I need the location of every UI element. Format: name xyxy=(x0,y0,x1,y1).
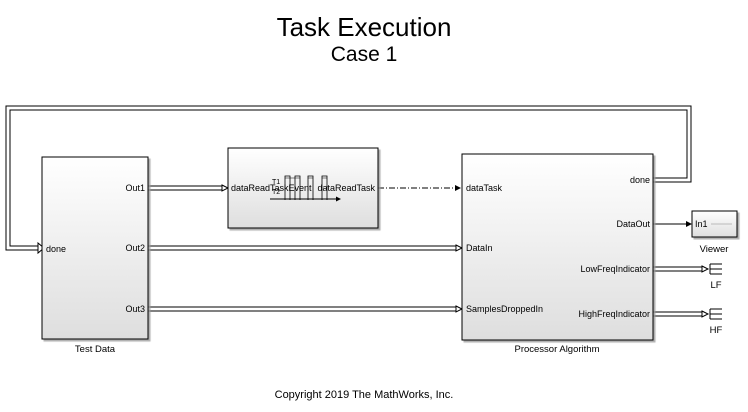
signal-lf[interactable] xyxy=(653,265,710,273)
port-test-data-out3: Out3 xyxy=(125,304,145,314)
signal-function-call[interactable] xyxy=(378,185,461,191)
terminator-hf-icon xyxy=(709,308,722,320)
port-task-out: dataReadTask xyxy=(317,183,375,193)
port-test-data-done: done xyxy=(46,244,66,254)
terminator-lf[interactable]: LF xyxy=(709,263,722,291)
signal-out2-to-datain[interactable] xyxy=(148,244,464,252)
port-test-data-out2: Out2 xyxy=(125,243,145,253)
block-test-data-label: Test Data xyxy=(75,344,116,355)
block-processor-algorithm[interactable]: dataTask DataIn SamplesDroppedIn done Da… xyxy=(461,153,654,355)
block-task-event[interactable]: T1 T2 dataReadTaskEvent dataReadTask xyxy=(227,147,379,229)
terminator-hf[interactable]: HF xyxy=(709,308,723,336)
block-viewer[interactable]: In1 Viewer xyxy=(691,210,738,255)
port-processor-datatask: dataTask xyxy=(466,183,503,193)
signal-out3-to-samples[interactable] xyxy=(148,305,464,313)
signal-out1-to-task[interactable] xyxy=(148,184,230,192)
port-processor-done: done xyxy=(630,175,650,185)
block-viewer-label: Viewer xyxy=(700,244,729,255)
copyright-footer: Copyright 2019 The MathWorks, Inc. xyxy=(275,389,454,401)
port-processor-samples: SamplesDroppedIn xyxy=(466,304,543,314)
signal-hf[interactable] xyxy=(653,310,710,318)
task-timing-icon: T1 T2 xyxy=(270,175,341,202)
diagram-title: Task Execution xyxy=(277,12,452,42)
icon-label-t2: T2 xyxy=(272,189,280,196)
port-processor-datain: DataIn xyxy=(466,243,493,253)
port-processor-highfreq: HighFreqIndicator xyxy=(578,309,650,319)
port-test-data-out1: Out1 xyxy=(125,183,145,193)
diagram-subtitle: Case 1 xyxy=(331,43,398,66)
block-test-data[interactable]: done Out1 Out2 Out3 Test Data xyxy=(41,156,149,355)
terminator-lf-icon xyxy=(709,263,722,275)
icon-label-t1: T1 xyxy=(272,179,280,186)
port-processor-lowfreq: LowFreqIndicator xyxy=(580,264,650,274)
port-processor-dataout: DataOut xyxy=(616,219,650,229)
terminator-hf-label: HF xyxy=(710,325,723,336)
block-processor-label: Processor Algorithm xyxy=(514,344,599,355)
signal-done-feedback[interactable] xyxy=(5,105,692,255)
port-task-event-in: dataReadTaskEvent xyxy=(231,183,312,193)
port-viewer-in1: In1 xyxy=(695,219,708,229)
signal-dataout-to-viewer[interactable] xyxy=(653,221,692,227)
terminator-lf-label: LF xyxy=(710,280,721,291)
